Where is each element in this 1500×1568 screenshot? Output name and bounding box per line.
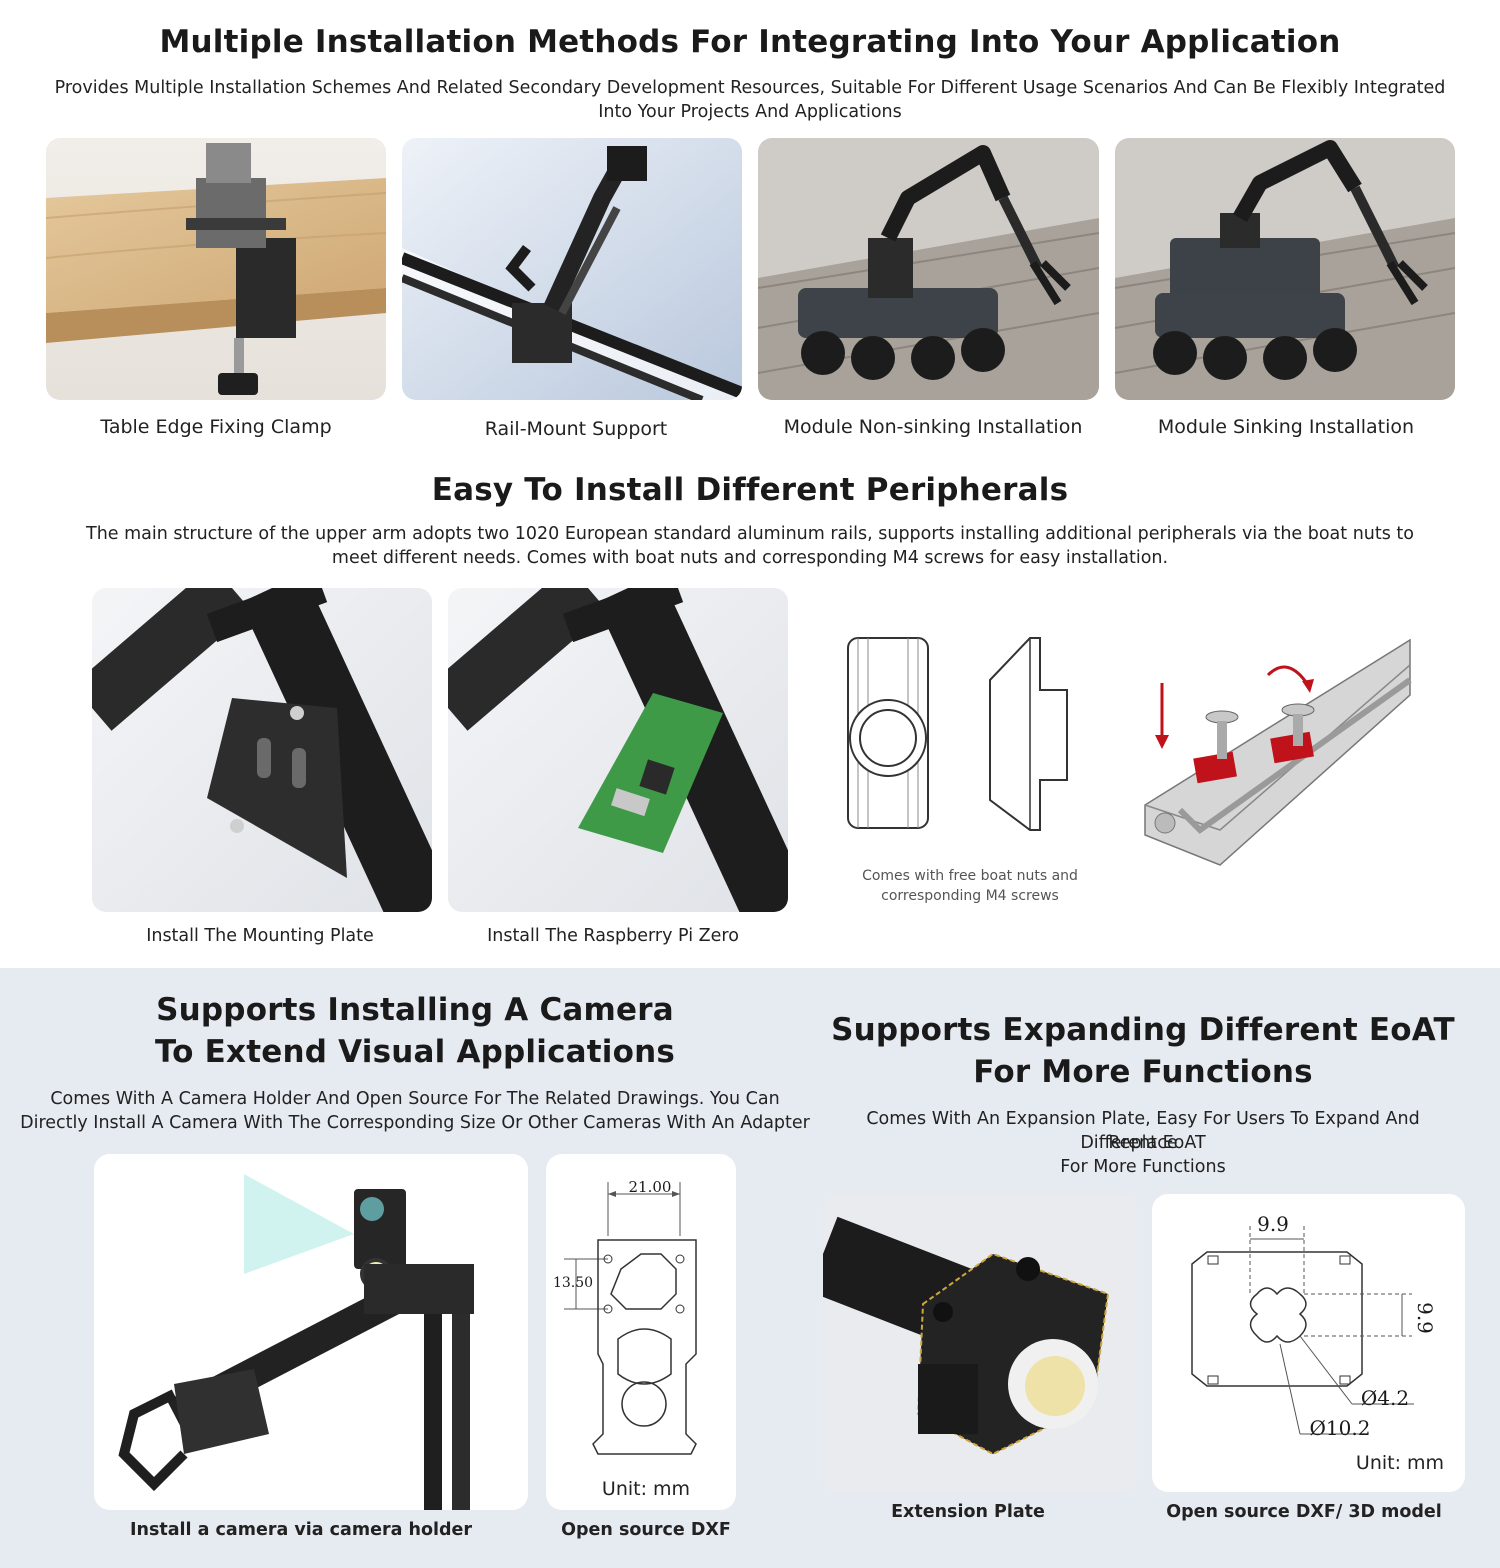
table-clamp-photo xyxy=(46,138,386,400)
caption-camera-holder: Install a camera via camera holder xyxy=(129,1520,472,1540)
section2-title: Easy To Install Different Peripherals xyxy=(431,472,1069,508)
caption-sinking: Module Sinking Installation xyxy=(1157,416,1415,438)
section4-subtitle-line1: Comes With An Expansion Plate, Easy For … xyxy=(866,1109,1420,1153)
non-sinking-photo xyxy=(758,138,1099,400)
caption-table-clamp: Table Edge Fixing Clamp xyxy=(100,416,332,438)
camera-unit-label: Unit: mm xyxy=(601,1478,691,1500)
section1-subtitle-line1: Provides Multiple Installation Schemes A… xyxy=(54,78,1446,98)
caption-non-sinking: Module Non-sinking Installation xyxy=(783,416,1083,438)
section3-subtitle-line1: Comes With A Camera Holder And Open Sour… xyxy=(50,1089,780,1109)
section4-subtitle-line2: Different EoAT xyxy=(1080,1133,1206,1153)
camera-dim-width: 21.00 xyxy=(628,1178,672,1196)
camera-dxf-drawing xyxy=(546,1154,736,1510)
eoat-unit-label: Unit: mm xyxy=(1355,1452,1445,1474)
eoat-dim-hole-large: Ø10.2 xyxy=(1309,1416,1371,1440)
section2-subtitle-line2: meet different needs. Comes with boat nu… xyxy=(331,548,1169,568)
mounting-plate-photo xyxy=(92,588,432,912)
camera-dim-height: 13.50 xyxy=(552,1275,594,1291)
eoat-dim-hole-small: Ø4.2 xyxy=(1360,1386,1410,1410)
caption-extension-plate: Extension Plate xyxy=(891,1502,1045,1522)
extension-plate-photo xyxy=(823,1194,1137,1492)
caption-raspberry-pi: Install The Raspberry Pi Zero xyxy=(487,926,739,946)
caption-mounting-plate: Install The Mounting Plate xyxy=(146,926,374,946)
raspberry-pi-photo xyxy=(448,588,788,912)
section4-title-line1: Supports Expanding Different EoAT xyxy=(831,1012,1455,1048)
section1-subtitle-line2: Into Your Projects And Applications xyxy=(598,102,902,122)
camera-holder-photo xyxy=(94,1154,528,1510)
section2-subtitle-line1: The main structure of the upper arm adop… xyxy=(86,524,1414,544)
section1-title: Multiple Installation Methods For Integr… xyxy=(159,24,1341,60)
section3-subtitle-line2: Directly Install A Camera With The Corre… xyxy=(20,1113,810,1133)
caption-rail-mount: Rail-Mount Support xyxy=(484,418,668,440)
section3-title-line1: Supports Installing A Camera xyxy=(156,992,674,1028)
eoat-dxf-drawing xyxy=(1152,1194,1465,1492)
caption-open-source-dxf-3d: Open source DXF/ 3D model xyxy=(1166,1502,1442,1522)
boat-nut-drawing xyxy=(840,630,1080,840)
caption-open-source-dxf: Open source DXF xyxy=(561,1520,731,1540)
rail-screw-diagram xyxy=(1140,635,1415,870)
section3-title-line2: To Extend Visual Applications xyxy=(154,1034,676,1070)
eoat-dim-side: 9.9 xyxy=(1413,1302,1437,1334)
eoat-dim-top: 9.9 xyxy=(1257,1212,1289,1236)
section4-title-line2: For More Functions xyxy=(973,1054,1313,1090)
boat-nut-note-line2: corresponding M4 screws xyxy=(881,888,1059,904)
section4-subtitle-line3: For More Functions xyxy=(1060,1157,1226,1177)
rail-mount-photo xyxy=(402,138,742,400)
boat-nut-note-line1: Comes with free boat nuts and xyxy=(862,868,1078,884)
sinking-photo xyxy=(1115,138,1455,400)
